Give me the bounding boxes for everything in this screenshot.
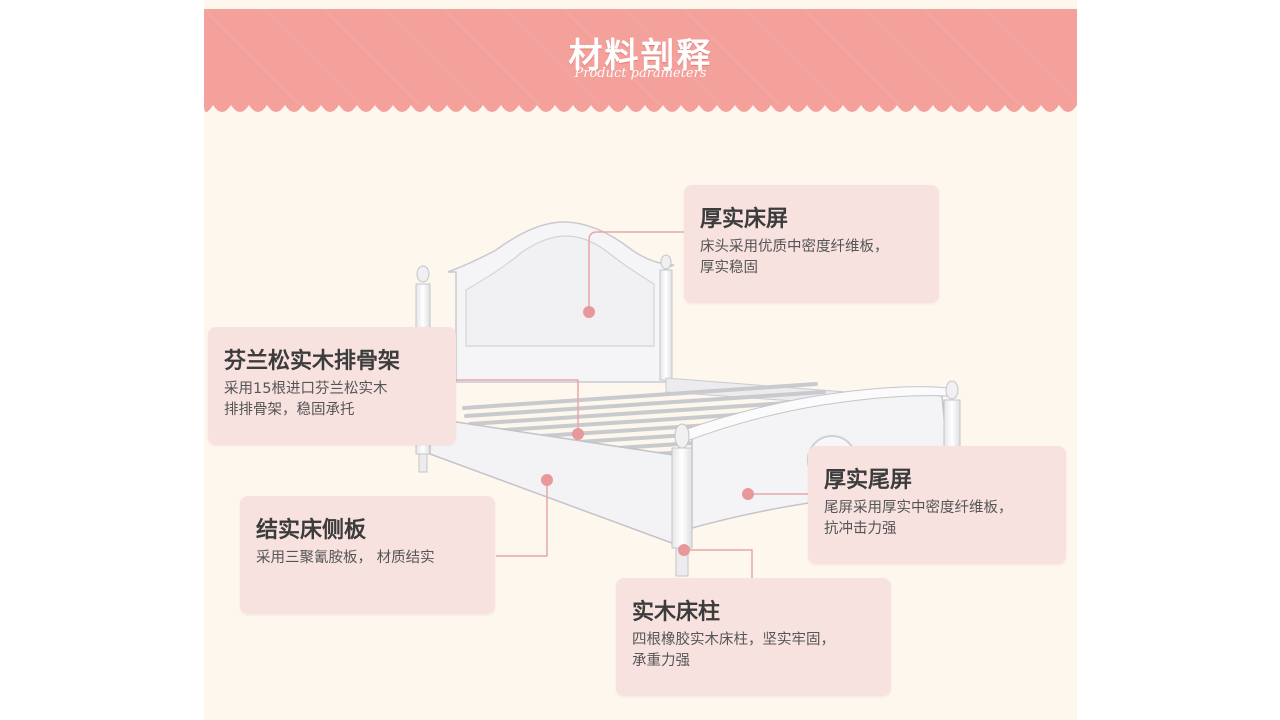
callout-footboard-desc: 尾屏采用厚实中密度纤维板， 抗冲击力强 xyxy=(824,498,1013,540)
callout-footboard-line: 尾屏采用厚实中密度纤维板， xyxy=(824,500,1013,516)
callout-side: 结实床侧板 采用三聚氰胺板， 材质结实 xyxy=(240,496,495,614)
callout-footboard: 厚实尾屏 尾屏采用厚实中密度纤维板， 抗冲击力强 xyxy=(808,446,1066,564)
callout-slats-desc: 采用15根进口芬兰松实木 排排骨架，稳固承托 xyxy=(224,379,387,421)
footboard-post-back-finial xyxy=(945,380,959,400)
callout-headboard-title: 厚实床屏 xyxy=(700,207,789,232)
callout-side-desc: 采用三聚氰胺板， 材质结实 xyxy=(256,548,435,569)
header-diagonal-texture xyxy=(204,9,1077,106)
headboard-post-left-finial xyxy=(416,265,430,283)
footboard-post-front-foot xyxy=(675,547,689,577)
callout-slats-line: 采用15根进口芬兰松实木 xyxy=(224,381,388,397)
footboard-post-front xyxy=(671,447,693,549)
footboard-post-front-finial xyxy=(674,423,690,449)
callout-legs-desc: 四根橡胶实木床柱，坚实牢固， 承重力强 xyxy=(632,630,835,672)
header-banner xyxy=(204,9,1077,112)
callout-headboard-line: 厚实稳固 xyxy=(700,260,758,276)
callout-legs-title: 实木床柱 xyxy=(632,600,721,625)
headboard-post-left-foot xyxy=(418,453,428,473)
callout-slats-line: 排排骨架，稳固承托 xyxy=(224,402,355,418)
callout-footboard-line: 抗冲击力强 xyxy=(824,521,897,537)
headboard-post-right xyxy=(659,269,673,381)
callout-slats: 芬兰松实木排骨架 采用15根进口芬兰松实木 排排骨架，稳固承托 xyxy=(208,327,456,445)
callout-legs: 实木床柱 四根橡胶实木床柱，坚实牢固， 承重力强 xyxy=(616,578,891,696)
callout-footboard-title: 厚实尾屏 xyxy=(824,468,913,493)
callout-headboard: 厚实床屏 床头采用优质中密度纤维板， 厚实稳固 xyxy=(684,185,939,303)
callout-legs-line: 四根橡胶实木床柱，坚实牢固， xyxy=(632,632,835,648)
callout-side-line: 采用三聚氰胺板， 材质结实 xyxy=(256,550,435,566)
callout-headboard-line: 床头采用优质中密度纤维板， xyxy=(700,239,889,255)
headboard-post-right-finial xyxy=(660,254,672,270)
header-scallop-shape xyxy=(204,9,1077,112)
callout-legs-line: 承重力强 xyxy=(632,653,690,669)
section-subtitle: Product parameters xyxy=(574,66,707,81)
callout-side-title: 结实床侧板 xyxy=(256,518,367,543)
product-detail-panel: 材料剖释 Product parameters xyxy=(204,0,1077,720)
callout-headboard-desc: 床头采用优质中密度纤维板， 厚实稳固 xyxy=(700,237,889,279)
callout-slats-title: 芬兰松实木排骨架 xyxy=(224,349,401,374)
section-title: 材料剖释 xyxy=(568,36,713,76)
